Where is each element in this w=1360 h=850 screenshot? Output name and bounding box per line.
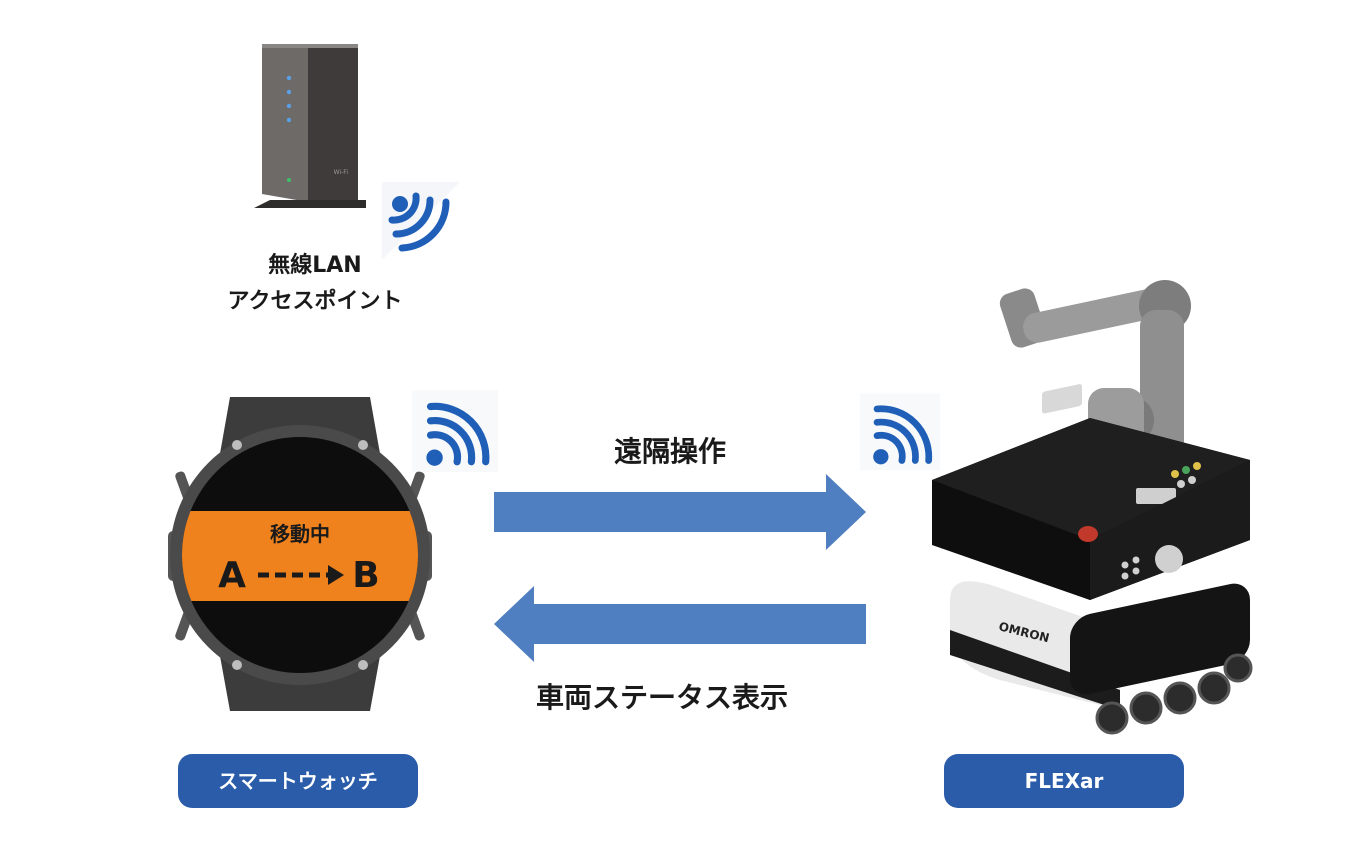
flexar-caption: FLEXar bbox=[944, 754, 1184, 808]
wifi-icon bbox=[382, 182, 460, 260]
wifi-icon bbox=[859, 393, 941, 471]
access-point-label-line2: アクセスポイント bbox=[227, 289, 403, 314]
smartwatch-illustration: 移動中 A B bbox=[168, 397, 432, 711]
access-point-label-line1: 無線LAN bbox=[268, 253, 362, 278]
backward-arrow-label: 車両ステータス表示 bbox=[536, 681, 789, 714]
flexar-robot-illustration: OMRON bbox=[932, 280, 1253, 735]
watch-status-text: 移動中 bbox=[270, 522, 330, 546]
router-illustration: Wi-Fi bbox=[254, 44, 366, 208]
backward-arrow bbox=[494, 586, 866, 662]
router-brand-text: Wi-Fi bbox=[334, 169, 349, 176]
forward-arrow bbox=[494, 474, 866, 550]
forward-arrow-label: 遠隔操作 bbox=[614, 435, 727, 468]
wifi-icon bbox=[412, 390, 498, 472]
watch-route-from: A bbox=[218, 555, 246, 596]
access-point-label: 無線LAN アクセスポイント bbox=[190, 248, 440, 320]
watch-route-to: B bbox=[352, 555, 379, 596]
smartwatch-caption: スマートウォッチ bbox=[178, 754, 418, 808]
